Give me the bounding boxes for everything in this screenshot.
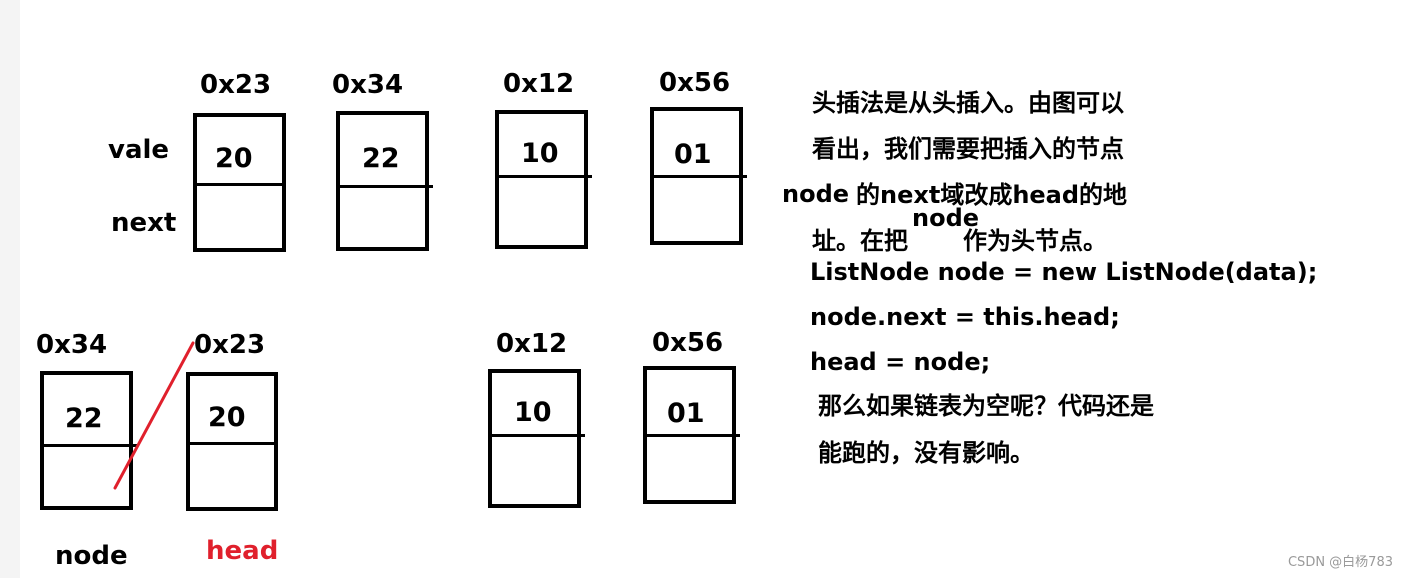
bottom-node-2-divider: [186, 442, 278, 445]
bottom-node-1-address: 0x34: [36, 330, 108, 360]
pointer-stroke: [113, 341, 195, 490]
top-node-1-address: 0x23: [200, 70, 272, 100]
top-node-1: 20: [193, 113, 286, 252]
top-node-4-divider: [650, 175, 747, 178]
bottom-node-2-value: 20: [208, 402, 246, 433]
explanation-line-4b: 作为头节点。: [963, 227, 1107, 255]
explanation-line-5: 那么如果链表为空呢？代码还是: [818, 392, 1154, 420]
bottom-node-4: 01: [643, 366, 740, 504]
top-node-2: 22: [336, 111, 433, 251]
next-row-label: next: [111, 208, 177, 238]
top-node-2-value: 22: [362, 143, 400, 174]
node-label: node: [55, 541, 128, 571]
bottom-node-1-value: 22: [65, 403, 103, 434]
bottom-node-3: 10: [488, 369, 585, 508]
top-node-1-divider: [193, 183, 286, 186]
top-node-1-value: 20: [215, 143, 253, 174]
bottom-node-2: 20: [186, 372, 278, 511]
top-node-2-address: 0x34: [332, 70, 404, 100]
top-node-3-value: 10: [521, 138, 559, 169]
explanation-line-3-node: node: [782, 180, 850, 208]
explanation-line-4a: 址。在把: [812, 227, 908, 255]
explanation-line-3: 的next域改成head的地: [856, 181, 1128, 209]
bottom-node-3-divider: [488, 434, 585, 437]
top-node-3-divider: [495, 175, 592, 178]
code-line-3: head = node;: [810, 348, 991, 376]
value-row-label: vale: [108, 135, 170, 165]
bottom-node-3-address: 0x12: [496, 329, 568, 359]
bottom-node-4-address: 0x56: [652, 328, 724, 358]
bottom-node-2-address: 0x23: [194, 330, 266, 360]
top-node-3: 10: [495, 110, 592, 249]
explanation-line-2: 看出，我们需要把插入的节点: [812, 135, 1124, 163]
explanation-line-1: 头插法是从头插入。由图可以: [812, 89, 1124, 117]
top-node-4-address: 0x56: [659, 68, 731, 98]
top-node-3-address: 0x12: [503, 69, 575, 99]
top-node-4: 01: [650, 107, 747, 245]
overlapping-node-word: node: [912, 204, 980, 232]
bottom-node-4-value: 01: [667, 398, 705, 429]
code-line-2: node.next = this.head;: [810, 303, 1120, 331]
left-edge-strip: [0, 0, 20, 578]
bottom-node-1-divider: [40, 444, 137, 447]
explanation-line-6: 能跑的，没有影响。: [818, 439, 1034, 467]
bottom-node-4-divider: [643, 434, 740, 437]
watermark: CSDN @白杨783: [1287, 555, 1393, 570]
bottom-node-3-value: 10: [514, 397, 552, 428]
bottom-node-1: 22: [40, 371, 137, 510]
head-label: head: [206, 536, 279, 566]
top-node-2-divider: [336, 185, 433, 188]
top-node-4-value: 01: [674, 139, 712, 170]
code-line-1: ListNode node = new ListNode(data);: [810, 258, 1318, 286]
